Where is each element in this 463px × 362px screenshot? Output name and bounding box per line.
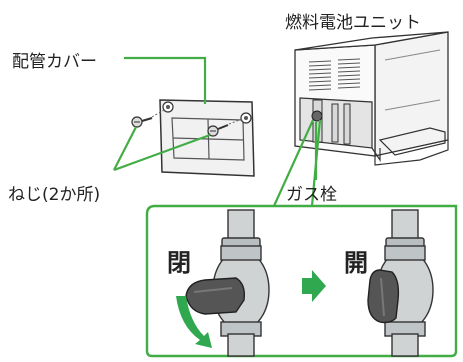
valve-closed: [185, 209, 270, 357]
fuel-cell-unit: [294, 31, 449, 166]
vent-right: [337, 58, 361, 89]
gas-valve-small: [311, 110, 323, 122]
piping-cover: [159, 99, 255, 177]
gas-valve-label: ガス栓: [286, 185, 337, 205]
rotate-arrow-icon: [176, 296, 212, 348]
fuel-cell-unit-label: 燃料電池ユニット: [285, 13, 421, 33]
valve-open: [367, 209, 434, 357]
closed-label: 閉: [167, 249, 191, 277]
open-label: 開: [344, 249, 368, 277]
leader-lines: [113, 56, 322, 207]
vent-left: [308, 60, 332, 91]
screws-label: ねじ(2か所): [8, 185, 101, 205]
screw-icon: [207, 118, 243, 137]
screw-icon: [131, 109, 165, 128]
piping-cover-label: 配管カバー: [12, 52, 97, 72]
right-arrow-icon: [302, 270, 326, 302]
